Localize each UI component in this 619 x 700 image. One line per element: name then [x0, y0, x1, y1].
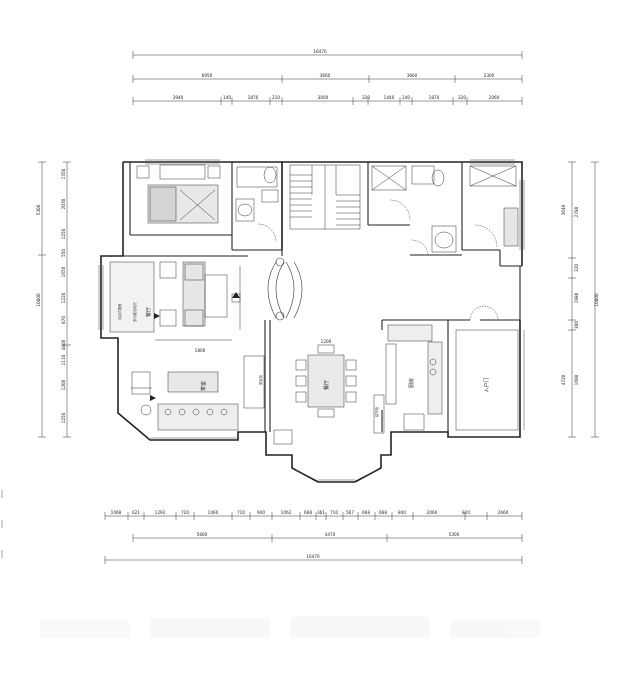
bathroom-left: [235, 166, 279, 243]
dim-label: 1062: [281, 510, 292, 515]
faint-watermark: [40, 616, 540, 638]
dim-label: 668: [362, 510, 370, 515]
dim-label: 210: [272, 95, 280, 100]
dim-label: 567: [346, 510, 354, 515]
room-label-kitchen: 厨房: [408, 378, 415, 388]
room-label-living: 客厅: [145, 307, 152, 317]
dim-label: 320: [574, 264, 579, 272]
room-label-dining: 餐厅: [323, 380, 330, 390]
dim-label: 1350: [61, 168, 66, 179]
bedroom-furniture: [136, 164, 221, 224]
dim-label: 710: [330, 510, 338, 515]
dim-label: 1690: [574, 374, 579, 385]
dim-label: 140: [223, 95, 231, 100]
direction-arrows: [150, 292, 240, 401]
room-label-tea: 茶室: [200, 381, 207, 391]
right-dimension-lines: [568, 161, 599, 438]
bathroom-right: [371, 165, 457, 257]
room-label-entrance: 入户门: [483, 377, 490, 392]
dim-label: 550: [61, 249, 66, 257]
dim-label: 840: [398, 510, 406, 515]
entrance-area: [455, 305, 519, 431]
living-room-furniture: [109, 261, 241, 341]
dim-label: 1110: [61, 354, 66, 365]
dim-label: 4720: [561, 374, 566, 385]
bottom-row2-dims: 5660 4470 5300: [197, 532, 460, 537]
dim-label: 10800: [594, 293, 599, 307]
storage-room: [469, 165, 519, 248]
dim-label: 1220: [61, 292, 66, 303]
top-dimension-lines: [132, 51, 523, 105]
dim-label: 4470: [325, 532, 336, 537]
dim-label: 140: [402, 95, 410, 100]
dim-label: 300: [574, 321, 579, 329]
dim-label: 820: [462, 510, 470, 515]
dim-label: 1460: [208, 510, 219, 515]
dim-label: 3640: [561, 204, 566, 215]
top-row2-dims: 6950 3660 3660 2300: [202, 73, 495, 78]
dining-room-furniture: [273, 344, 385, 445]
dim-label: 5300: [449, 532, 460, 537]
dim-label: 710: [237, 510, 245, 515]
dim-label: 320: [458, 95, 466, 100]
windows: [98, 159, 525, 482]
staircase: [289, 164, 361, 230]
dim-label: 1068: [111, 510, 122, 515]
left-dims: 5300 10800 4800 1350 2030 1250 550 1650 …: [36, 168, 66, 423]
dim-label: 2060: [489, 95, 500, 100]
tea-room-furniture: [131, 355, 265, 431]
dim-label: 1200: [61, 379, 66, 390]
dim-label: 1250: [61, 412, 66, 423]
dim-label: 2660: [498, 510, 509, 515]
dim-label: 3000: [318, 95, 329, 100]
bottom-row1-dims: 1068 621 1292 720 1460 710 940 1062 668 …: [111, 510, 509, 515]
dim-label: 10800: [36, 293, 41, 307]
dim-label: 1870: [429, 95, 440, 100]
dim-label: 621: [132, 510, 140, 515]
left-dimension-lines: [38, 161, 71, 438]
dim-label: 668: [379, 510, 387, 515]
dim-label: 3940: [173, 95, 184, 100]
dim-label: 5300: [36, 204, 41, 215]
dim-label: 361: [317, 510, 325, 515]
dim-label: 668: [304, 510, 312, 515]
dim-label: 1440: [384, 95, 395, 100]
right-dims: 3640 4720 2780 320 1980 300 1690 10800: [561, 204, 599, 385]
dim-label: 3660: [407, 73, 418, 78]
dim-label: 940: [257, 510, 265, 515]
dim-label: 1250: [61, 228, 66, 239]
bottom-dimension-lines: [104, 512, 523, 564]
dim-label: 1870: [248, 95, 259, 100]
dim-label: 4800: [61, 339, 66, 350]
dining-table-dim: 1200: [321, 339, 332, 344]
bottom-total-dim: 16470: [306, 554, 320, 559]
kitchen-furniture: [385, 324, 443, 431]
dim-label: 1650: [61, 266, 66, 277]
dim-label: 5660: [197, 532, 208, 537]
dim-label: 720: [181, 510, 189, 515]
dim-label: 2780: [574, 206, 579, 217]
note-multi-function: 多功能活动厅: [132, 301, 137, 322]
dim-label: 6950: [202, 73, 213, 78]
arch-feature: [267, 257, 303, 321]
top-total-dim: 16470: [313, 49, 327, 54]
note-decor: 装饰柜: [374, 406, 379, 417]
note-partition: 活动式隔断: [117, 303, 122, 321]
living-window-dim: 1800: [195, 348, 206, 353]
dim-label: 1980: [574, 292, 579, 303]
dim-label: 2060: [427, 510, 438, 515]
dim-label: 870: [61, 316, 66, 324]
interior-walls: [101, 162, 522, 432]
dim-label: 2300: [484, 73, 495, 78]
dim-label: 320: [362, 95, 370, 100]
dim-label: 2030: [61, 198, 66, 209]
note-cabinet: 美容柜: [258, 374, 263, 385]
top-row3-dims: 3940 140 1870 210 3000 320 1440 140 1870…: [173, 95, 500, 100]
dim-label: 3660: [320, 73, 331, 78]
dim-label: 1292: [155, 510, 166, 515]
